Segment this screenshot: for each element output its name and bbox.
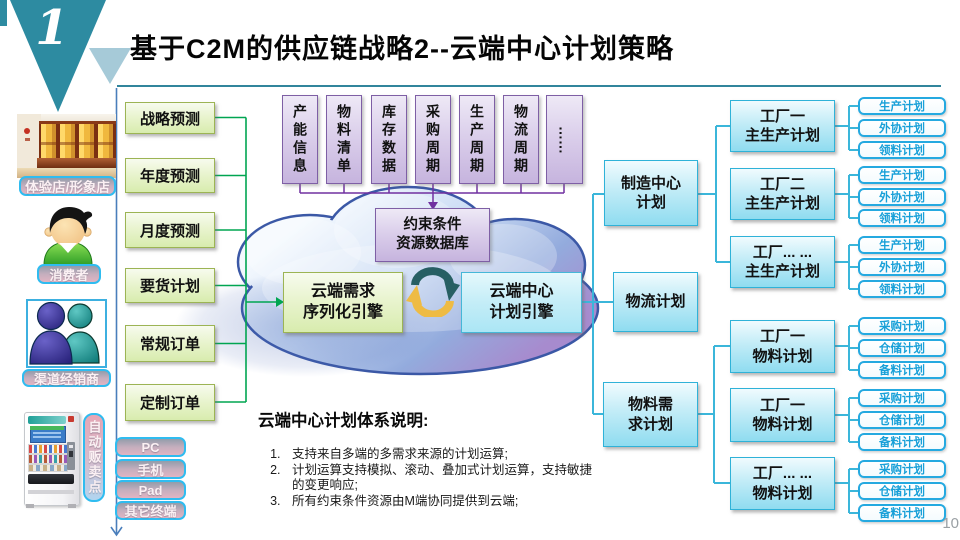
subplan-box: 领料计划: [858, 280, 946, 298]
subplan-box: 外协计划: [858, 188, 946, 206]
constraint-box-purchase-cycle: 采购周期: [415, 95, 451, 184]
subplan-box: 备料计划: [858, 361, 946, 379]
note-item: 所有约束条件资源由M端协同提供到云端;: [284, 494, 598, 510]
subplan-box: 采购计划: [858, 460, 946, 478]
store-photo: [17, 114, 116, 178]
subplan-box: 外协计划: [858, 119, 946, 137]
notes-heading: 云端中心计划体系说明:: [258, 412, 429, 430]
subplan-box: 外协计划: [858, 258, 946, 276]
constraint-arrowhead: [428, 202, 438, 210]
notes-list: 支持来自多端的多需求来源的计划运算; 计划运算支持模拟、滚动、叠加式计划运算，支…: [258, 447, 598, 509]
header-triangles: [10, 0, 131, 112]
subplan-box: 生产计划: [858, 236, 946, 254]
factory-box-material-n: 工厂... ...物料计划: [730, 457, 835, 510]
demand-box-annual-forecast: 年度预测: [125, 158, 215, 193]
subplan-box: 仓储计划: [858, 482, 946, 500]
subplan-box: 生产计划: [858, 97, 946, 115]
vending-machine-image: [20, 410, 82, 508]
constraint-box-production-cycle: 生产周期: [459, 95, 495, 184]
distributor-label: 渠道经销商: [22, 369, 111, 387]
subplan-box: 领料计划: [858, 209, 946, 227]
demand-bracket: [215, 116, 276, 403]
subplan-box: 采购计划: [858, 389, 946, 407]
demand-box-custom-order: 定制订单: [125, 384, 215, 421]
factory-box-production-2: 工厂二主生产计划: [730, 168, 835, 220]
constraint-box-more: ……: [546, 95, 583, 184]
subplan-box: 仓储计划: [858, 339, 946, 357]
factory-box-material-2: 工厂一物料计划: [730, 388, 835, 442]
plan-box-material: 物料需求计划: [603, 382, 698, 447]
vending-label: 自动贩卖点: [83, 413, 105, 502]
factory-box-production-n: 工厂... ...主生产计划: [730, 236, 835, 288]
demand-box-regular-order: 常规订单: [125, 325, 215, 362]
constraint-box-bom: 物料清单: [326, 95, 362, 184]
terminal-pc: PC: [115, 437, 186, 457]
constraint-db-box: 约束条件资源数据库: [375, 208, 490, 262]
constraint-box-capacity: 产能信息: [282, 95, 318, 184]
constraint-box-logistics-cycle: 物流周期: [503, 95, 539, 184]
subplan-box: 生产计划: [858, 166, 946, 184]
slide-title: 基于C2M的供应链战略2--云端中心计划策略: [130, 34, 675, 64]
demand-arrowhead: [276, 297, 284, 307]
page-number: 10: [942, 515, 959, 532]
terminal-phone: 手机: [115, 459, 186, 479]
subplan-box: 备料计划: [858, 433, 946, 451]
demand-engine-box: 云端需求序列化引擎: [283, 272, 403, 333]
store-label: 体验店/形象店: [19, 176, 116, 196]
consumer-avatar: [43, 207, 93, 266]
triangle-large: [10, 0, 106, 112]
factory-box-material-1: 工厂一物料计划: [730, 320, 835, 373]
corner-accent: [0, 0, 7, 26]
planning-engine-box: 云端中心计划引擎: [461, 272, 582, 333]
plan-connectors: [582, 105, 858, 514]
constraint-connectors: [299, 184, 565, 202]
constraint-box-inventory: 库存数据: [371, 95, 407, 184]
triangle-small: [89, 48, 131, 84]
sync-arrows-icon: [406, 267, 460, 317]
plan-box-manufacturing: 制造中心计划: [604, 160, 698, 226]
demand-box-strategic-forecast: 战略预测: [125, 102, 215, 134]
slide-number-badge: 1: [35, 0, 69, 56]
plan-box-logistics: 物流计划: [613, 272, 698, 332]
note-item: 计划运算支持模拟、滚动、叠加式计划运算，支持敏捷的变更响应;: [284, 463, 598, 494]
terminal-other: 其它终端: [115, 501, 186, 520]
distributor-image: [26, 299, 107, 368]
note-item: 支持来自多端的多需求来源的计划运算;: [284, 447, 598, 463]
terminal-pad: Pad: [115, 480, 186, 500]
subplan-box: 备料计划: [858, 504, 946, 522]
demand-box-monthly-forecast: 月度预测: [125, 212, 215, 248]
title-rule: [117, 85, 941, 87]
factory-box-production-1: 工厂一主生产计划: [730, 100, 835, 152]
consumer-label: 消费者: [37, 264, 101, 284]
subplan-box: 领料计划: [858, 141, 946, 159]
subplan-box: 采购计划: [858, 317, 946, 335]
subplan-box: 仓储计划: [858, 411, 946, 429]
demand-box-requisition-plan: 要货计划: [125, 268, 215, 303]
